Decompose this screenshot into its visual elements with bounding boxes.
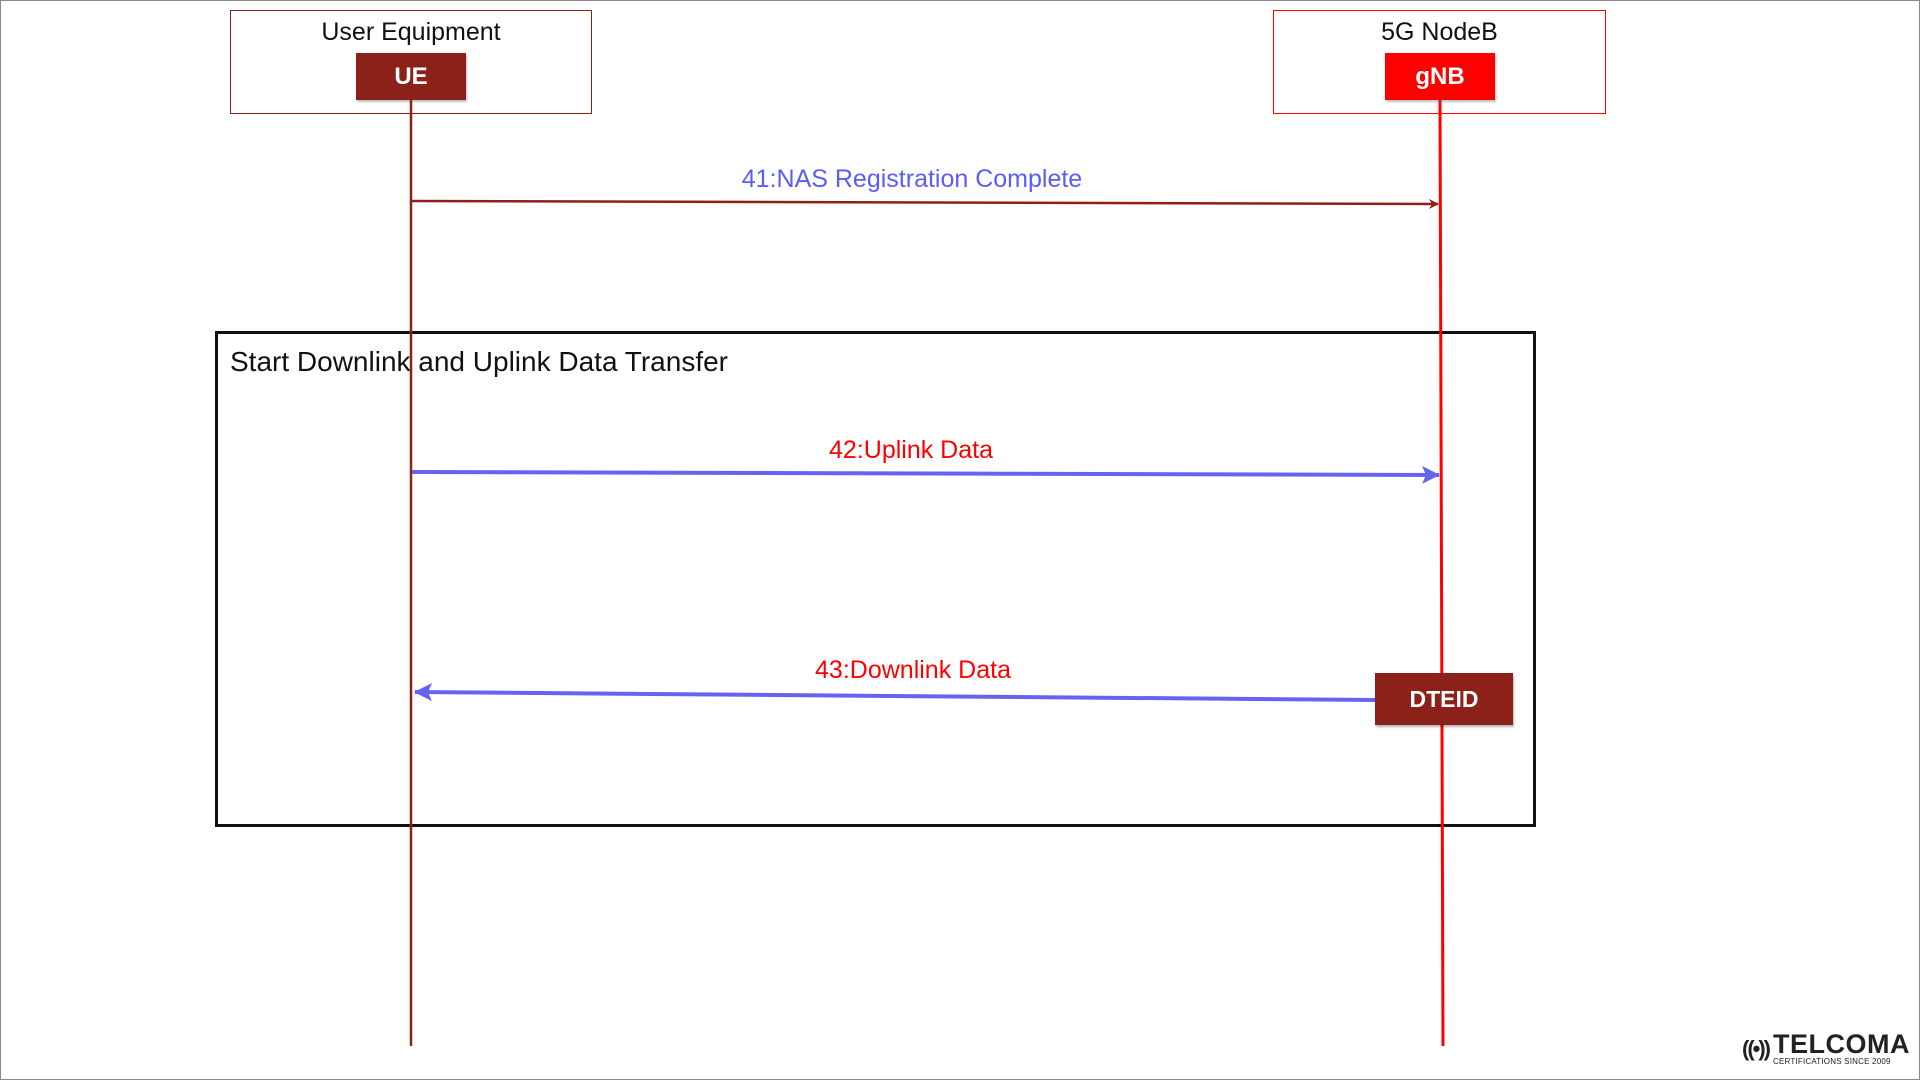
group-title: Start Downlink and Uplink Data Transfer [230,346,728,377]
participant-gnb-label: gNB [1385,53,1495,100]
logo-tagline: CERTIFICATIONS SINCE 2009 [1773,1057,1891,1066]
participant-ue-title: User Equipment [321,18,501,46]
arrow-42 [411,465,1440,484]
arrow-43 [414,683,1377,702]
message-43-label: 43:Downlink Data [815,656,1011,684]
arrow-41 [411,198,1439,209]
lifeline-gnb [1438,99,1445,1047]
message-41-label: 41:NAS Registration Complete [741,165,1083,193]
dteid-note: DTEID [1375,673,1513,725]
participant-gnb-title: 5G NodeB [1381,18,1498,46]
logo-name: TELCOMA [1773,1029,1910,1059]
group-frame [215,331,1536,827]
wireless-signal-icon: ((•)) [1742,1035,1771,1061]
participant-ue-label: UE [356,53,466,100]
telcoma-logo: ((•)) TELCOMA CERTIFICATIONS SINCE 2009 [1742,1031,1910,1066]
message-42-label: 42:Uplink Data [829,436,993,464]
